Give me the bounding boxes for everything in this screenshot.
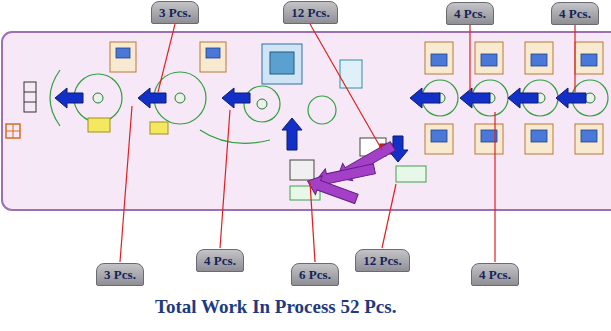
callout-box: 12 Pcs. xyxy=(283,1,338,24)
callout-box: 3 Pcs. xyxy=(151,1,199,24)
callout-box: 4 Pcs. xyxy=(196,249,244,272)
callout-box: 4 Pcs. xyxy=(446,2,494,25)
callout-number: 12 Pcs. xyxy=(363,253,401,269)
callout-box: 4 Pcs. xyxy=(551,2,599,25)
callout-number: 4 Pcs. xyxy=(559,6,591,22)
callout-box: 6 Pcs. xyxy=(291,263,339,286)
callout-box: 12 Pcs. xyxy=(355,249,410,272)
total-caption: Total Work In Process 52 Pcs. xyxy=(155,296,396,318)
callout-number: 4 Pcs. xyxy=(479,267,511,283)
callout-number: 3 Pcs. xyxy=(104,267,136,283)
callout-box: 3 Pcs. xyxy=(96,263,144,286)
callout-box: 4 Pcs. xyxy=(471,263,519,286)
callout-number: 4 Pcs. xyxy=(454,6,486,22)
callout-number: 3 Pcs. xyxy=(159,5,191,21)
callout-number: 4 Pcs. xyxy=(204,253,236,269)
callout-number: 6 Pcs. xyxy=(299,267,331,283)
callout-number: 12 Pcs. xyxy=(291,5,329,21)
